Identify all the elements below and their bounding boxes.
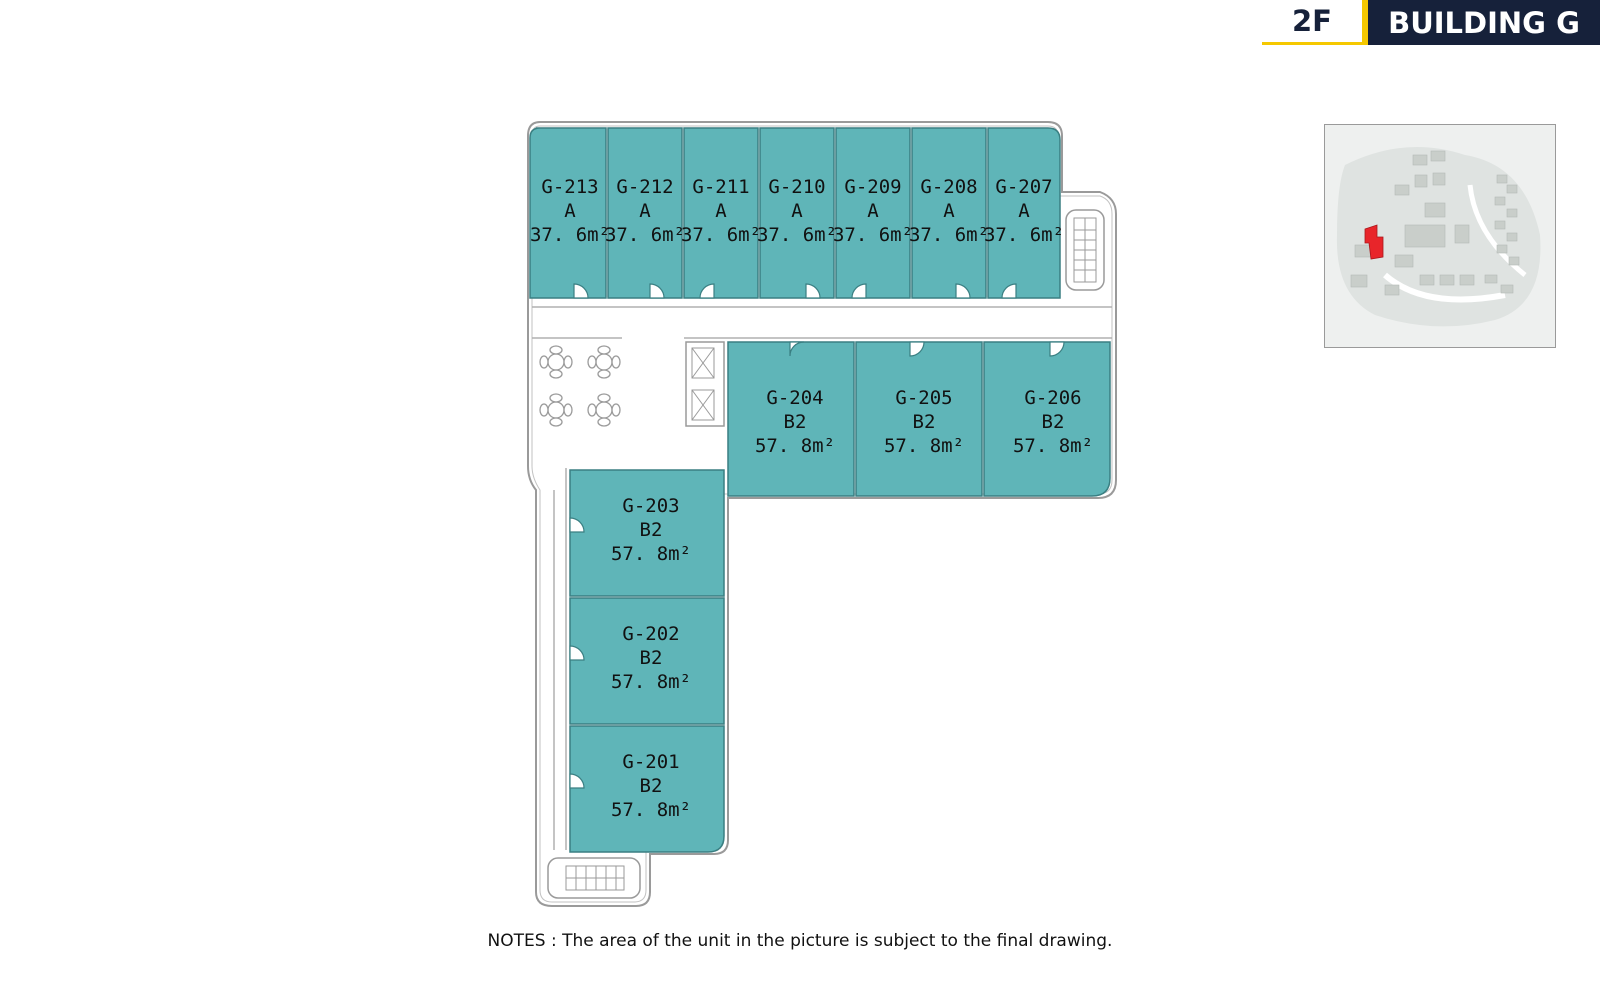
unit-G-208[interactable]: G-208 A 37. 6m²: [909, 127, 989, 299]
unit-type: A: [715, 200, 727, 222]
unit-id: G-202: [622, 623, 679, 645]
unit-G-212[interactable]: G-212 A 37. 6m²: [605, 127, 685, 299]
staircase-icon: [547, 857, 641, 899]
site-minimap-drawing: [1325, 125, 1555, 347]
unit-id: G-204: [766, 387, 823, 409]
unit-id: G-203: [622, 495, 679, 517]
unit-G-213[interactable]: G-213 A 37. 6m²: [529, 127, 610, 299]
unit-G-210[interactable]: G-210 A 37. 6m²: [757, 127, 837, 299]
unit-area: 37. 6m²: [605, 224, 685, 246]
unit-type: A: [564, 200, 576, 222]
unit-id: G-206: [1024, 387, 1081, 409]
unit-type: B2: [784, 411, 807, 433]
site-minimap: [1324, 124, 1556, 348]
unit-G-201[interactable]: G-201 B2 57. 8m²: [569, 725, 725, 853]
door-swings-middle: [789, 341, 1065, 357]
unit-id: G-213: [541, 176, 598, 198]
unit-type: B2: [1042, 411, 1065, 433]
unit-area: 37. 6m²: [909, 224, 989, 246]
header-accent-bar: [1362, 0, 1368, 45]
unit-area: 37. 6m²: [757, 224, 837, 246]
unit-type: B2: [640, 647, 663, 669]
unit-G-209[interactable]: G-209 A 37. 6m²: [833, 127, 913, 299]
unit-area: 37. 6m²: [984, 224, 1064, 246]
unit-area: 57. 8m²: [884, 435, 964, 457]
staircase-icon: [1065, 209, 1105, 291]
unit-id: G-207: [995, 176, 1052, 198]
unit-G-205[interactable]: G-205 B2 57. 8m²: [855, 341, 983, 497]
unit-G-204[interactable]: G-204 B2 57. 8m²: [727, 341, 855, 497]
unit-type: B2: [640, 519, 663, 541]
unit-G-211[interactable]: G-211 A 37. 6m²: [681, 127, 761, 299]
elevator-icon: [685, 341, 725, 427]
unit-type: A: [867, 200, 879, 222]
unit-id: G-205: [895, 387, 952, 409]
unit-id: G-211: [692, 176, 749, 198]
unit-area: 37. 6m²: [681, 224, 761, 246]
unit-type: A: [639, 200, 651, 222]
unit-area: 57. 8m²: [611, 799, 691, 821]
unit-area: 37. 6m²: [530, 224, 610, 246]
unit-area: 37. 6m²: [833, 224, 913, 246]
unit-type: A: [791, 200, 803, 222]
notes-text: NOTES : The area of the unit in the pict…: [487, 931, 1113, 951]
unit-G-202[interactable]: G-202 B2 57. 8m²: [569, 597, 725, 725]
unit-G-203[interactable]: G-203 B2 57. 8m²: [569, 469, 725, 597]
unit-area: 57. 8m²: [755, 435, 835, 457]
unit-area: 57. 8m²: [1013, 435, 1093, 457]
unit-area: 57. 8m²: [611, 543, 691, 565]
unit-G-207[interactable]: G-207 A 37. 6m²: [984, 127, 1064, 299]
table-set-icon: [539, 345, 621, 427]
unit-type: B2: [640, 775, 663, 797]
unit-area: 57. 8m²: [611, 671, 691, 693]
unit-id: G-209: [844, 176, 901, 198]
unit-type: A: [943, 200, 955, 222]
floor-label: 2F: [1262, 0, 1362, 45]
building-label: BUILDING G: [1368, 0, 1600, 45]
unit-id: G-208: [920, 176, 977, 198]
door-swings-left: [569, 517, 585, 789]
door-swings-top: [573, 283, 1017, 299]
unit-type: B2: [913, 411, 936, 433]
unit-G-206[interactable]: G-206 B2 57. 8m²: [983, 341, 1111, 497]
unit-id: G-212: [616, 176, 673, 198]
unit-id: G-210: [768, 176, 825, 198]
unit-id: G-201: [622, 751, 679, 773]
unit-type: A: [1018, 200, 1030, 222]
location-marker: [1364, 224, 1384, 260]
